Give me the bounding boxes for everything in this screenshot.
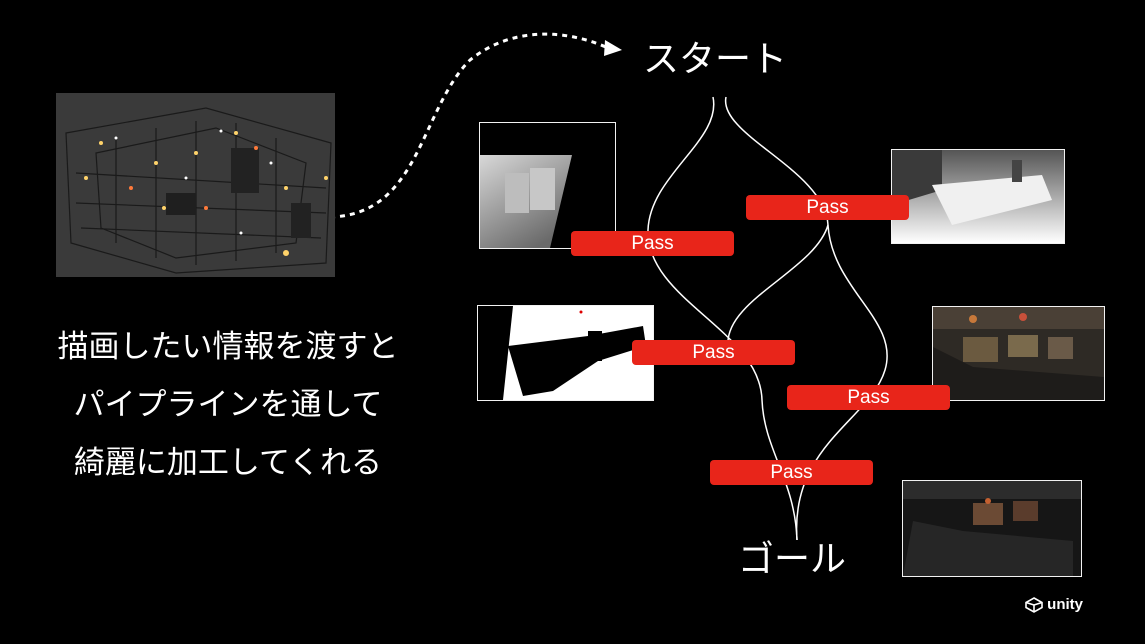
lit-scene-thumbnail <box>932 306 1105 401</box>
depth-pass-thumbnail <box>479 122 616 249</box>
description-line: 描画したい情報を渡すと <box>57 329 399 365</box>
logo-text: unity <box>1047 596 1083 613</box>
description-line: 綺麗に加工してくれる <box>73 445 383 481</box>
depth-gradient-thumbnail <box>891 149 1065 244</box>
arrow-head-icon <box>604 40 622 56</box>
shadow-mask-thumbnail <box>477 305 654 401</box>
pass-badge: Pass <box>787 385 950 410</box>
pipeline-strand-a <box>647 96 798 541</box>
dotted-arrow-line <box>329 32 609 219</box>
description-line: パイプラインを通して <box>73 387 383 423</box>
description-text: 描画したい情報を渡すと パイプラインを通して 綺麗に加工してくれる <box>18 318 438 492</box>
goal-label: ゴール <box>738 539 847 580</box>
pass-badge: Pass <box>632 340 795 365</box>
final-scene-thumbnail <box>902 480 1082 577</box>
pipeline-strand-b <box>725 96 888 541</box>
scene-editor-image <box>56 93 335 277</box>
pass-badge: Pass <box>710 460 873 485</box>
unity-cube-icon <box>1025 596 1043 613</box>
pass-badge: Pass <box>746 195 909 220</box>
unity-logo: unity <box>1025 596 1083 613</box>
pipeline-strand-c <box>727 224 829 346</box>
start-label: スタート <box>643 39 788 80</box>
pass-badge: Pass <box>571 231 734 256</box>
